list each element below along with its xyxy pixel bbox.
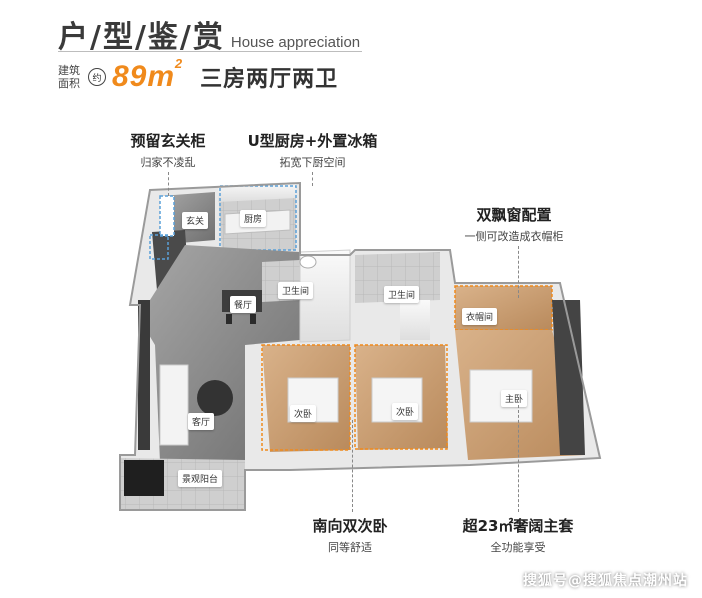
callout-bay-window: 双飘窗配置 一侧可改造成衣帽柜 <box>448 204 580 244</box>
callout-kitchen: U型厨房+外置冰箱 拓宽下厨空间 <box>235 130 390 170</box>
area-label: 建筑面积 <box>58 64 80 90</box>
callout-kitchen-sub: 拓宽下厨空间 <box>279 156 346 169</box>
title-cn: 户/型/鉴/赏 <box>58 20 225 55</box>
callout-bedrooms-line <box>352 420 353 512</box>
callout-bay-title: 双飘窗配置 <box>476 206 552 224</box>
area-approx-badge: 约 <box>88 68 106 86</box>
callout-kitchen-title: U型厨房+外置冰箱 <box>247 132 378 150</box>
area-value: 89 <box>112 60 148 93</box>
room-label-entrance: 玄关 <box>182 212 209 229</box>
room-label-bedroom-2b: 次卧 <box>392 403 419 420</box>
watermark: 搜狐号@搜狐焦点潮州站 <box>523 573 688 589</box>
callout-bedrooms-title: 南向双次卧 <box>312 517 388 535</box>
room-label-bathroom-1: 卫生间 <box>278 282 314 299</box>
callout-bedrooms-sub: 同等舒适 <box>328 541 372 554</box>
callout-master-sub: 全功能享受 <box>490 541 546 554</box>
callout-bay-sub: 一侧可改造成衣帽柜 <box>464 230 564 243</box>
callout-master-line <box>518 405 519 512</box>
bedroom-2b <box>354 344 448 450</box>
room-label-bathroom-2: 卫生间 <box>384 286 420 303</box>
callout-master: 超23㎡奢阔主套 全功能享受 <box>448 515 588 555</box>
callout-bedrooms: 南向双次卧 同等舒适 <box>300 515 400 555</box>
callout-entrance-line <box>168 172 169 196</box>
callout-entrance: 预留玄关柜 归家不凌乱 <box>118 130 218 170</box>
bedroom-2a <box>261 344 351 452</box>
title-en: House appreciation <box>230 34 361 51</box>
room-label-balcony: 景观阳台 <box>178 470 223 487</box>
room-label-living: 客厅 <box>188 413 215 430</box>
callout-master-title: 超23㎡奢阔主套 <box>462 517 574 535</box>
room-label-dining: 餐厅 <box>230 296 257 313</box>
room-label-bedroom-2a: 次卧 <box>290 405 317 422</box>
room-label-master: 主卧 <box>501 390 528 407</box>
callout-bay-line <box>518 246 519 298</box>
sofa <box>159 364 233 446</box>
tv-cabinet <box>138 300 150 450</box>
header-title: 户/型/鉴/赏 House appreciation <box>58 12 360 56</box>
callout-entrance-sub: 归家不凌乱 <box>140 156 196 169</box>
title-divider <box>58 51 362 52</box>
room-label-closet: 衣帽间 <box>462 308 498 325</box>
layout-type: 三房两厅两卫 <box>200 67 339 92</box>
callout-kitchen-line <box>312 172 313 186</box>
callout-entrance-title: 预留玄关柜 <box>130 132 206 150</box>
room-label-kitchen: 厨房 <box>240 210 267 227</box>
